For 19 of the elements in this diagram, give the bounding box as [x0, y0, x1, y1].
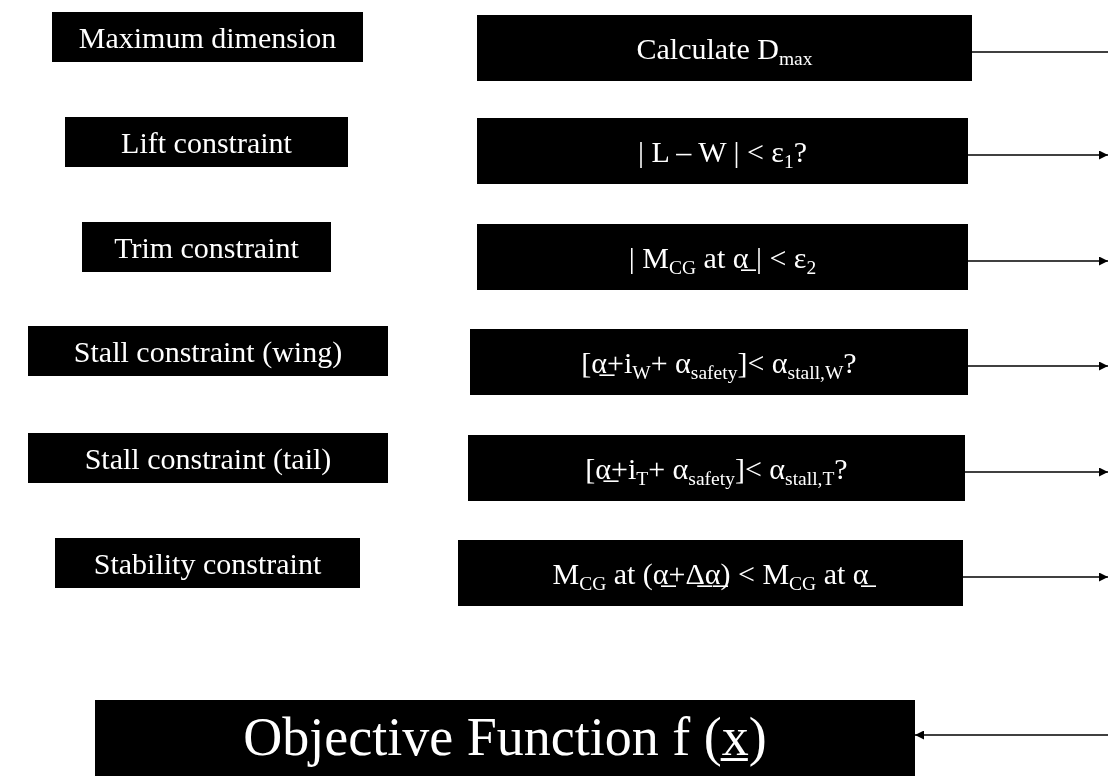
arrow: [964, 467, 1109, 477]
formula-box: [α̲+i$_{W}$+ α$_{safety}$]< α$_{stall,W}$?: [470, 329, 968, 395]
constraint-label-box: Lift constraint: [65, 117, 348, 167]
arrow: [914, 730, 1109, 740]
arrow: [967, 361, 1109, 371]
constraint-label-box: Stall constraint (wing): [28, 326, 388, 376]
arrow: [962, 572, 1109, 582]
formula-box: | L – W | < ε$_{1}$?: [477, 118, 968, 184]
objective-box: Objective Function f (x̲): [95, 700, 915, 776]
constraint-label-box: Trim constraint: [82, 222, 331, 272]
formula-box: M$_{CG}$ at (α̲+Δ̲α̲) < M$_{CG}$ at α̲: [458, 540, 963, 606]
formula-box: | M$_{CG}$ at α̲ | < ε$_{2}$: [477, 224, 968, 290]
constraint-label-box: Stability constraint: [55, 538, 360, 588]
arrow: [967, 150, 1109, 160]
constraint-label-box: Stall constraint (tail): [28, 433, 388, 483]
arrow: [967, 256, 1109, 266]
formula-box: Calculate D$_{max}$: [477, 15, 972, 81]
formula-box: [α̲+i$_{T}$+ α$_{safety}$]< α$_{stall,T}$?: [468, 435, 965, 501]
constraint-label-box: Maximum dimension: [52, 12, 363, 62]
